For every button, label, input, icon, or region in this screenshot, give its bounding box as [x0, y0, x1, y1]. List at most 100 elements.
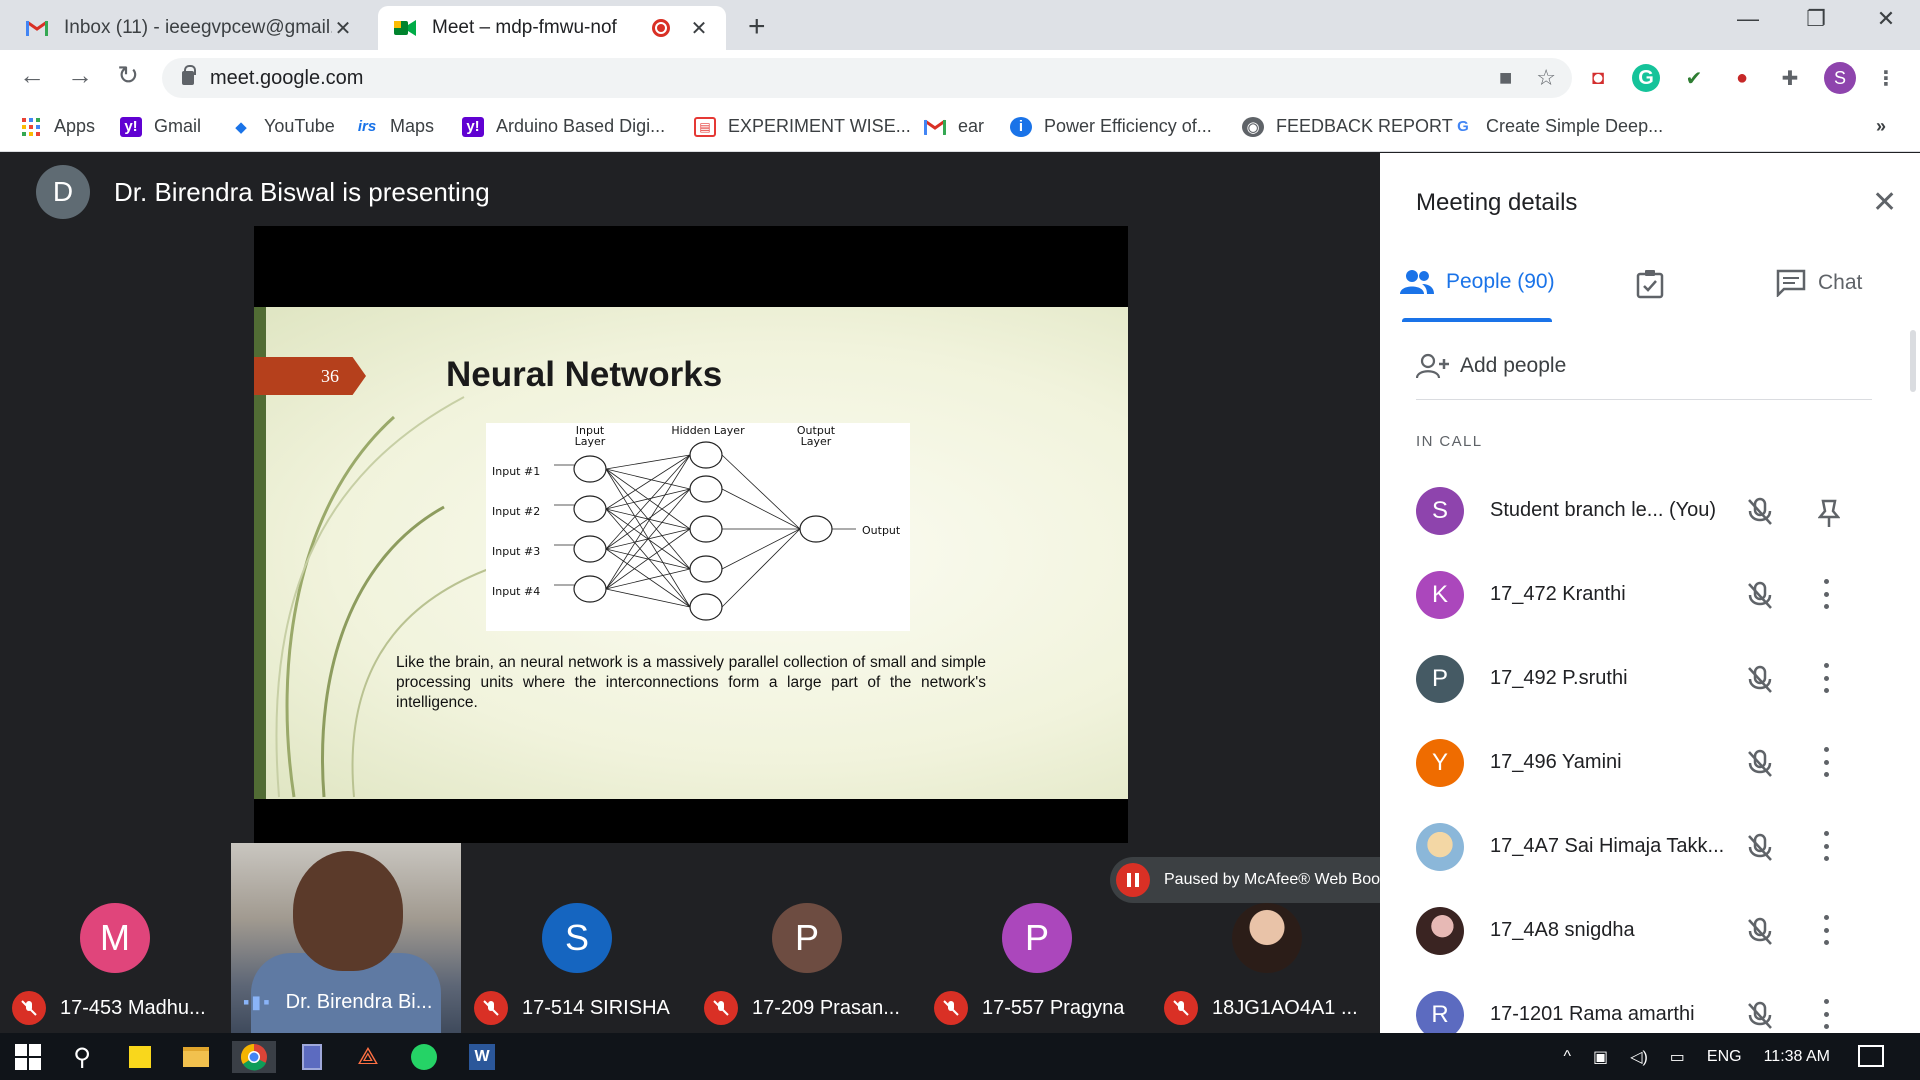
- checkmark-extension-icon[interactable]: ✔: [1685, 67, 1703, 90]
- youtube-icon: ◆: [235, 118, 247, 136]
- bookmark-power-efficiency[interactable]: i Power Efficiency of...: [1010, 116, 1212, 137]
- participant-name: 17_4A8 snigdha: [1490, 919, 1635, 941]
- windows-start-icon[interactable]: [12, 1041, 44, 1073]
- more-options-icon[interactable]: [1814, 747, 1838, 777]
- address-bar[interactable]: meet.google.com ■ ☆: [162, 58, 1572, 98]
- participant-row[interactable]: Y 17_496 Yamini: [1416, 731, 1896, 791]
- avatar-photo: [1416, 823, 1464, 871]
- mcafee-paused-badge[interactable]: Paused by McAfee® Web Boost: [1110, 857, 1416, 903]
- tab-gmail[interactable]: Inbox (11) - ieeegvpcew@gmail.c ✕: [10, 6, 370, 50]
- whatsapp-icon[interactable]: [408, 1041, 440, 1073]
- forward-button[interactable]: →: [67, 60, 93, 90]
- mic-off-icon: [1748, 749, 1772, 777]
- tab-title: Meet – mdp-fmwu-nof: [432, 17, 617, 38]
- menu-dots-icon[interactable]: ⋮: [1876, 67, 1896, 90]
- input-label: Input #3: [492, 545, 540, 558]
- participant-row[interactable]: P 17_492 P.sruthi: [1416, 647, 1896, 707]
- bookmark-feedback[interactable]: ◉ FEEDBACK REPORT: [1242, 116, 1453, 137]
- close-window-button[interactable]: ✕: [1876, 6, 1896, 31]
- language-indicator[interactable]: ENG: [1706, 1048, 1742, 1065]
- hidden-node: [689, 475, 723, 503]
- pause-icon: [1116, 863, 1150, 897]
- reload-button[interactable]: ↻: [117, 60, 139, 90]
- device-icon[interactable]: ▣: [1593, 1049, 1609, 1066]
- bookmark-gmail[interactable]: y! Gmail: [120, 116, 201, 137]
- participant-row[interactable]: 17_4A8 snigdha: [1416, 899, 1896, 959]
- slide-number: 36: [254, 357, 366, 395]
- tab-chat[interactable]: Chat: [1776, 269, 1862, 297]
- bookmark-label: Arduino Based Digi...: [496, 116, 666, 136]
- bookmark-experiment[interactable]: ▤ EXPERIMENT WISE...: [694, 116, 911, 137]
- mic-off-icon: [1748, 833, 1772, 861]
- participant-row[interactable]: 17_4A7 Sai Himaja Takk...: [1416, 815, 1896, 875]
- more-options-icon[interactable]: [1814, 915, 1838, 945]
- notification-center-icon[interactable]: [1858, 1045, 1884, 1067]
- connection: [605, 468, 691, 490]
- bookmark-youtube[interactable]: ◆ YouTube: [230, 116, 335, 137]
- bookmarks-overflow-icon[interactable]: »: [1876, 116, 1887, 136]
- more-options-icon[interactable]: [1814, 579, 1838, 609]
- pin-icon[interactable]: [1818, 499, 1840, 529]
- chevron-up-icon[interactable]: ^: [1563, 1048, 1572, 1065]
- slide-caption: Like the brain, an neural network is a m…: [396, 654, 986, 711]
- search-icon[interactable]: ⚲: [73, 1043, 91, 1071]
- more-options-icon[interactable]: [1814, 831, 1838, 861]
- chrome-taskbar-icon[interactable]: [232, 1041, 276, 1073]
- bookmark-label: Maps: [390, 116, 435, 136]
- more-options-icon[interactable]: [1814, 999, 1838, 1029]
- puzzle-extensions-icon[interactable]: ✚: [1781, 67, 1799, 90]
- restore-button[interactable]: ❐: [1806, 6, 1826, 31]
- bookmark-apps[interactable]: Apps: [20, 116, 95, 137]
- tab-activities[interactable]: [1636, 269, 1664, 299]
- calculator-icon[interactable]: [296, 1041, 328, 1073]
- bookmark-label: Apps: [54, 116, 96, 136]
- matlab-icon[interactable]: ⟁: [357, 1043, 379, 1070]
- presenter-video-tile[interactable]: ▪▮▪ Dr. Birendra Bi...: [231, 843, 461, 1033]
- bookmark-maps[interactable]: irs Maps: [356, 116, 434, 137]
- camera-icon[interactable]: ■: [1498, 65, 1513, 90]
- pocket-extension-icon[interactable]: ◘: [1591, 66, 1605, 89]
- participant-row[interactable]: S Student branch le... (You): [1416, 479, 1896, 539]
- participant-row[interactable]: K 17_472 Kranthi: [1416, 563, 1896, 623]
- participant-row[interactable]: R 17-1201 Rama amarthi: [1416, 983, 1896, 1033]
- word-icon[interactable]: W: [466, 1041, 498, 1073]
- grammarly-extension-icon[interactable]: G: [1632, 64, 1660, 92]
- minimize-button[interactable]: —: [1737, 6, 1759, 31]
- add-people-button[interactable]: Add people: [1416, 353, 1566, 379]
- bookmark-create-deep[interactable]: G Create Simple Deep...: [1452, 116, 1663, 137]
- back-button[interactable]: ←: [19, 60, 45, 90]
- avatar: K: [1416, 571, 1464, 619]
- panel-scrollbar[interactable]: [1910, 330, 1916, 392]
- tab-meet[interactable]: Meet – mdp-fmwu-nof ✕: [378, 6, 726, 50]
- chat-tab-label: Chat: [1818, 271, 1863, 294]
- new-tab-button[interactable]: +: [748, 10, 766, 43]
- bookmark-star-icon[interactable]: ☆: [1536, 65, 1556, 90]
- apple-extension-icon[interactable]: ●: [1735, 66, 1749, 89]
- chat-icon: [1776, 269, 1806, 297]
- bookmark-arduino[interactable]: y! Arduino Based Digi...: [462, 116, 665, 137]
- tab-people[interactable]: People (90): [1400, 269, 1555, 295]
- sticky-notes-icon[interactable]: [124, 1041, 156, 1073]
- file-explorer-icon[interactable]: [180, 1041, 212, 1073]
- tab-close-icon[interactable]: ✕: [334, 17, 352, 40]
- participant-tile[interactable]: S 17-514 SIRISHA: [462, 843, 692, 1033]
- participant-name: 17-209 Prasan...: [752, 996, 900, 1019]
- battery-icon[interactable]: ▭: [1669, 1049, 1685, 1066]
- participant-tile[interactable]: P 17-557 Pragyna: [922, 843, 1152, 1033]
- more-options-icon[interactable]: [1814, 663, 1838, 693]
- participant-tile[interactable]: M 17-453 Madhu...: [0, 843, 230, 1033]
- bookmark-ear[interactable]: ear: [924, 116, 984, 137]
- tab-close-icon[interactable]: ✕: [690, 17, 708, 40]
- avatar-photo: [1232, 903, 1302, 973]
- participant-tile[interactable]: P 17-209 Prasan...: [692, 843, 922, 1033]
- add-people-label: Add people: [1460, 354, 1567, 377]
- hidden-node: [689, 555, 723, 583]
- close-panel-icon[interactable]: ✕: [1872, 186, 1898, 219]
- clock[interactable]: 11:38 AM: [1763, 1048, 1830, 1065]
- url-text[interactable]: meet.google.com: [210, 66, 364, 89]
- volume-icon[interactable]: ◁): [1630, 1049, 1648, 1066]
- slide-title: Neural Networks: [446, 355, 723, 394]
- lock-icon[interactable]: [182, 65, 196, 85]
- participant-tile[interactable]: 18JG1AO4A1 ...: [1152, 843, 1382, 1033]
- profile-avatar[interactable]: S: [1824, 62, 1856, 94]
